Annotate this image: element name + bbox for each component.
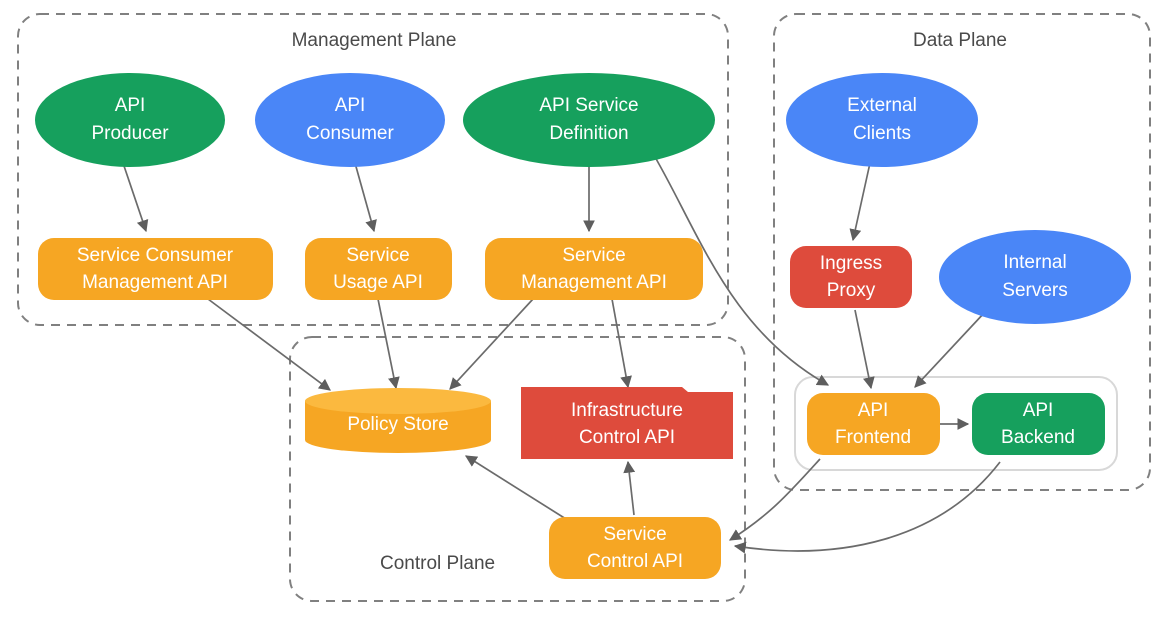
policy-store-top[interactable] — [305, 388, 491, 414]
api-backend-shape[interactable] — [972, 393, 1105, 455]
node-api-frontend[interactable]: API Frontend — [807, 393, 940, 455]
node-service-control-api[interactable]: Service Control API — [549, 517, 721, 579]
edge-service-usage-api-to-policy-store — [377, 298, 400, 390]
service-control-api-label-line2: Control API — [587, 551, 683, 572]
api-backend-label-line1: API — [1023, 400, 1054, 421]
edge-api-consumer-to-service-usage-api — [354, 162, 377, 233]
edge-ingress-proxy-to-api-frontend — [854, 309, 875, 390]
service-usage-api-label-line2: Usage API — [333, 272, 423, 293]
edge-service-management-api-to-infrastructure-backends — [611, 298, 632, 389]
service-management-api-shape[interactable] — [485, 238, 703, 300]
api-backend-label-line2: Backend — [1001, 427, 1075, 448]
plane-control-plane: Control Plane — [289, 336, 746, 602]
policy-store-label-line1: Policy Store — [347, 414, 448, 435]
api-service-definition-shape[interactable] — [463, 73, 715, 167]
ingress-proxy-shape[interactable] — [790, 246, 912, 308]
service-consumer-management-api-shape[interactable] — [38, 238, 273, 300]
api-consumer-label-line1: API — [335, 95, 366, 116]
api-service-definition-label-line2: Definition — [549, 123, 628, 144]
control-plane-label: Control Plane — [380, 553, 495, 574]
policy-store-body[interactable] — [305, 401, 491, 453]
infrastructure-backends-label-line2: Control API — [579, 427, 675, 448]
edge-internal-servers-to-api-frontend — [914, 311, 986, 388]
service-consumer-management-api-label-line1: Service Consumer — [77, 245, 234, 266]
service-control-api-label-line1: Service — [603, 524, 666, 545]
plane-management-plane: Management Plane — [17, 13, 729, 326]
edge-service-control-api-to-infrastructure-backends — [623, 460, 636, 516]
edge-api-service-definition-to-api-frontend — [654, 156, 830, 386]
node-ingress-proxy[interactable]: Ingress Proxy — [790, 246, 912, 308]
plane-data-plane: Data Plane — [773, 13, 1151, 491]
api-consumer-shape[interactable] — [255, 73, 445, 167]
node-service-management-api[interactable]: Service Management API — [485, 238, 703, 300]
ingress-proxy-label-line1: Ingress — [820, 253, 882, 274]
management-plane-border — [17, 13, 729, 326]
service-consumer-management-api-label-line2: Management API — [82, 272, 228, 293]
node-service-usage-api[interactable]: Service Usage API — [305, 238, 452, 300]
node-internal-servers[interactable]: Internal Servers — [939, 230, 1131, 324]
edge-service-management-api-to-policy-store — [449, 298, 534, 390]
service-management-api-label-line1: Service — [562, 245, 625, 266]
data-plane-label: Data Plane — [913, 30, 1007, 51]
api-producer-label-line2: Producer — [91, 123, 169, 144]
service-control-api-shape[interactable] — [549, 517, 721, 579]
infrastructure-backends-label-line1: Infrastructure — [571, 400, 683, 421]
api-frontend-label-line1: API — [858, 400, 889, 421]
edges-layer — [122, 156, 1001, 554]
internal-servers-shape[interactable] — [939, 230, 1131, 324]
management-plane-label: Management Plane — [292, 30, 457, 51]
node-external-clients[interactable]: External Clients — [786, 73, 978, 167]
api-frontend-shape[interactable] — [807, 393, 940, 455]
infrastructure-backends-shape[interactable] — [521, 387, 733, 459]
external-clients-label-line2: Clients — [853, 123, 911, 144]
ingress-proxy-label-line2: Proxy — [827, 280, 876, 301]
edge-external-clients-to-ingress-proxy — [849, 162, 871, 242]
node-policy-store[interactable]: Policy Store — [305, 388, 491, 453]
api-consumer-label-line2: Consumer — [306, 123, 394, 144]
service-usage-api-label-line1: Service — [346, 245, 409, 266]
edge-service-control-api-to-policy-store — [464, 455, 567, 520]
edge-api-frontend-to-service-control-api — [728, 458, 821, 541]
node-api-consumer[interactable]: API Consumer — [255, 73, 445, 167]
service-management-api-label-line2: Management API — [521, 272, 667, 293]
node-service-consumer-management-api[interactable]: Service Consumer Management API — [38, 238, 273, 300]
edge-api-backend-to-service-control-api — [733, 461, 1001, 554]
node-infrastructure-backends[interactable]: Infrastructure Control API — [521, 387, 733, 459]
external-clients-label-line1: External — [847, 95, 917, 116]
api-service-definition-label-line1: API Service — [539, 95, 638, 116]
node-api-backend[interactable]: API Backend — [972, 393, 1105, 455]
node-api-service-definition[interactable]: API Service Definition — [463, 73, 715, 167]
service-usage-api-shape[interactable] — [305, 238, 452, 300]
edge-api-producer-to-service-consumer-management-api — [122, 162, 149, 233]
external-clients-shape[interactable] — [786, 73, 978, 167]
node-api-producer[interactable]: API Producer — [35, 73, 225, 167]
edge-service-consumer-management-api-to-policy-store — [207, 298, 331, 391]
api-producer-label-line1: API — [115, 95, 146, 116]
data-plane-border — [773, 13, 1151, 491]
control-plane-border — [289, 336, 746, 602]
internal-servers-label-line2: Servers — [1002, 280, 1067, 301]
internal-servers-label-line1: Internal — [1003, 252, 1066, 273]
api-frontend-label-line2: Frontend — [835, 427, 911, 448]
api-producer-shape[interactable] — [35, 73, 225, 167]
